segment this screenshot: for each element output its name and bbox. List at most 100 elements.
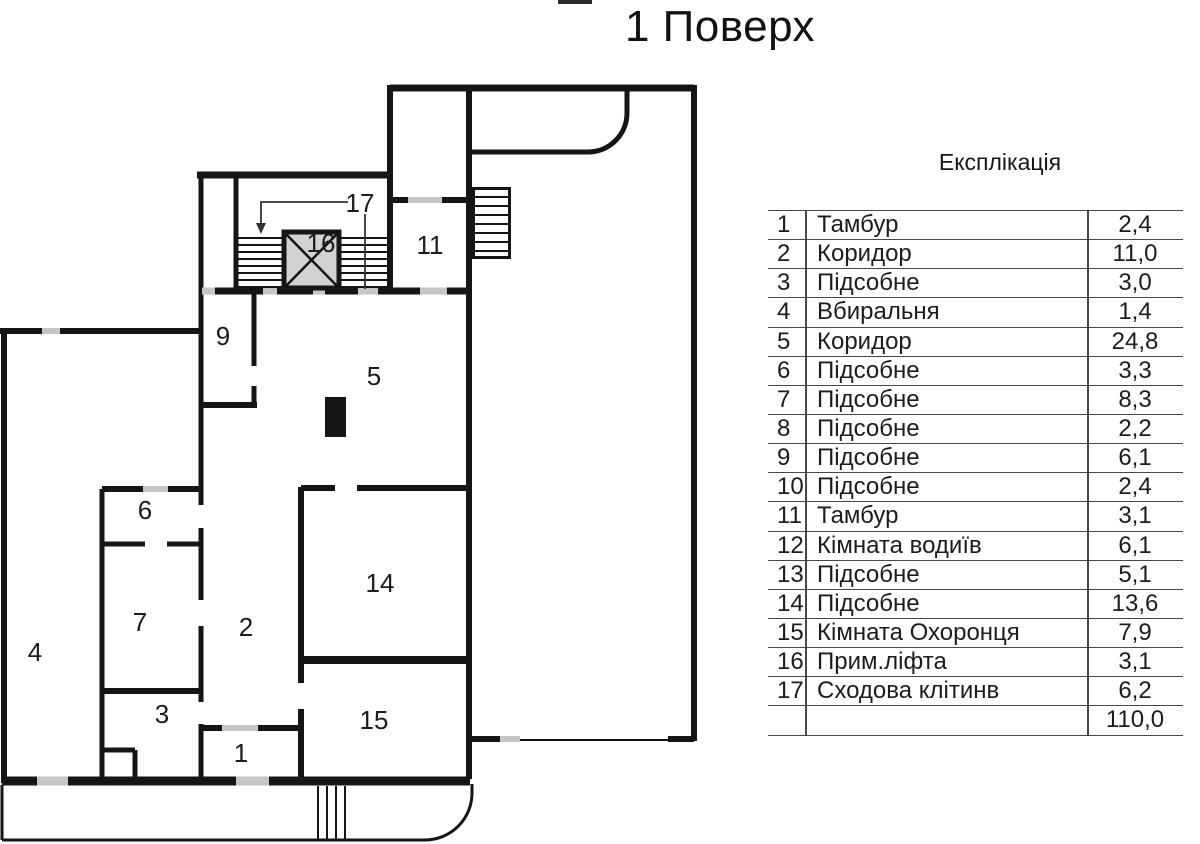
room-name-cell: Підсобне <box>817 589 920 617</box>
curved-wall <box>587 88 630 155</box>
room-number-cell: 13 <box>777 560 804 588</box>
room-area-cell: 6,1 <box>1118 531 1152 559</box>
total-area-cell: 110,0 <box>1105 706 1165 734</box>
room-name-cell: Підсобне <box>817 269 920 297</box>
room-area-cell: 3,3 <box>1118 356 1152 384</box>
room-name-cell: Підсобне <box>817 414 920 442</box>
room-name-cell: Кімната Охоронця <box>817 618 1020 646</box>
room-name-cell: Підсобне <box>817 473 920 501</box>
legend-total-row: 110,0 <box>768 705 1183 734</box>
room-area-cell: 1,4 <box>1118 298 1152 326</box>
legend-row: 6 Підсобне 3,3 <box>768 355 1183 385</box>
room-name-cell <box>805 706 1087 734</box>
legend-table: 1 Тамбур 2,4 2 Коридор 11,0 3 Підсобне 3… <box>768 210 1183 736</box>
room-number-cell: 14 <box>777 589 804 617</box>
legend-row: 16 Прим.ліфта 3,1 <box>768 647 1183 676</box>
room-label-11: 11 <box>417 230 444 260</box>
room-area-cell: 7,9 <box>1118 618 1152 646</box>
room-name-cell: Тамбур <box>817 502 899 530</box>
room-area-cell: 2,2 <box>1118 414 1152 442</box>
room-area-cell: 3,1 <box>1118 648 1152 676</box>
room-name-cell: Підсобне <box>817 385 920 413</box>
legend-row: 4 Вбиральня 1,4 <box>768 297 1183 326</box>
room-number-cell: 11 <box>777 502 802 530</box>
room-number-cell: 1 <box>777 211 791 238</box>
room-label-4: 4 <box>28 637 42 667</box>
room-area-cell: 6,1 <box>1118 444 1152 472</box>
room-number-cell: 8 <box>777 414 791 442</box>
room-number-cell: 12 <box>777 531 804 559</box>
room-label-2: 2 <box>239 612 253 642</box>
room-number-cell: 5 <box>777 327 791 355</box>
structural-column <box>325 397 346 437</box>
legend-row: 7 Підсобне 8,3 <box>768 384 1183 414</box>
room-label-17: 17 <box>346 188 375 218</box>
door-openings-gray <box>37 197 520 786</box>
room-number-cell: 10 <box>777 473 804 501</box>
room-label-1: 1 <box>234 738 248 768</box>
room-name-cell: Тамбур <box>817 211 899 238</box>
room-label-6: 6 <box>138 495 152 525</box>
elevator-cross-icon <box>285 233 338 287</box>
room-label-5: 5 <box>367 361 381 391</box>
room-number-cell: 7 <box>777 385 791 413</box>
room-label-16: 16 <box>307 228 336 258</box>
exterior-stairs <box>472 187 511 259</box>
room-label-14: 14 <box>366 568 395 598</box>
room-name-cell: Кімната водиїв <box>817 531 982 559</box>
legend-row: 11 Тамбур 3,1 <box>768 501 1183 530</box>
room-number-cell: 17 <box>777 677 804 705</box>
room-area-cell: 8,3 <box>1118 385 1152 413</box>
room-area-cell: 2,4 <box>1118 211 1152 238</box>
legend-row: 13 Підсобне 5,1 <box>768 559 1183 589</box>
room-name-cell: Підсобне <box>817 560 920 588</box>
room-area-cell: 6,2 <box>1118 677 1152 705</box>
page-title: 1 Поверх <box>624 2 816 51</box>
room-name-cell: Коридор <box>817 240 912 268</box>
room-number-cell: 16 <box>777 648 804 676</box>
room-name-cell: Підсобне <box>817 444 920 472</box>
room-number-cell: 2 <box>777 240 791 268</box>
legend-row: 15 Кімната Охоронця 7,9 <box>768 617 1183 647</box>
room-number-cell: 4 <box>777 298 791 326</box>
room-area-cell: 13,6 <box>1111 589 1159 617</box>
stair-flight-right <box>340 237 388 288</box>
room-area-cell: 3,0 <box>1118 269 1152 297</box>
room-name-cell: Коридор <box>817 327 912 355</box>
legend-row: 14 Підсобне 13,6 <box>768 588 1183 618</box>
legend-row: 12 Кімната водиїв 6,1 <box>768 530 1183 560</box>
room-label-3: 3 <box>155 699 169 729</box>
legend-row: 3 Підсобне 3,0 <box>768 268 1183 297</box>
room-number-cell: 15 <box>777 618 804 646</box>
scan-artifact <box>558 0 592 4</box>
porch-steps <box>317 786 346 839</box>
legend-row: 17 Сходова клітинв 6,2 <box>768 676 1183 705</box>
room-label-15: 15 <box>360 705 389 735</box>
legend-row: 8 Підсобне 2,2 <box>768 413 1183 443</box>
room-area-cell: 11,0 <box>1112 240 1158 268</box>
room-number-cell: 9 <box>777 444 791 472</box>
room-number-cell: 6 <box>777 356 791 384</box>
room-number-cell: 3 <box>777 269 791 297</box>
room-label-7: 7 <box>133 607 147 637</box>
legend-row: 1 Тамбур 2,4 <box>768 210 1183 239</box>
legend-row: 5 Коридор 24,8 <box>768 326 1183 356</box>
room-area-cell: 2,4 <box>1118 473 1152 501</box>
porch-outline <box>2 784 474 842</box>
stair-flight-left <box>238 237 283 288</box>
room-number-cell <box>768 706 805 734</box>
stairs-direction-arrow <box>256 201 366 289</box>
room-area-cell: 3,1 <box>1118 502 1152 530</box>
legend-row: 10 Підсобне 2,4 <box>768 472 1183 501</box>
room-label-9: 9 <box>216 321 230 351</box>
room-name-cell: Підсобне <box>817 356 920 384</box>
room-area-cell: 5,1 <box>1118 560 1152 588</box>
closet-walls <box>102 747 138 783</box>
legend-row: 2 Коридор 11,0 <box>768 239 1183 268</box>
legend-row: 9 Підсобне 6,1 <box>768 443 1183 472</box>
elevator-shaft-icon <box>281 229 342 291</box>
room-name-cell: Сходова клітинв <box>817 677 1000 705</box>
door-openings-white <box>145 366 357 724</box>
